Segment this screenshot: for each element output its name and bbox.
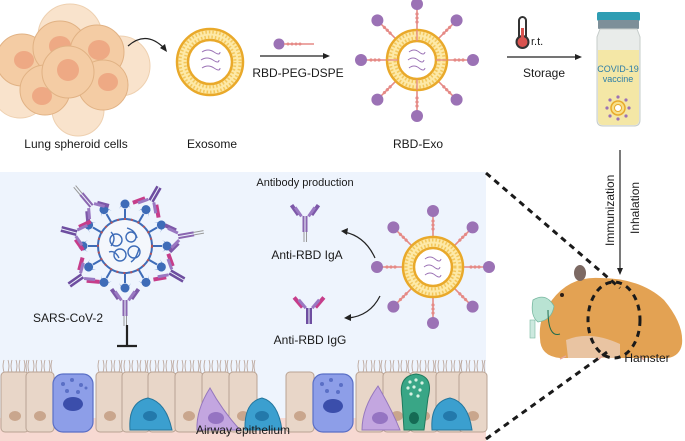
- rbd-exo-illustration: [354, 0, 480, 123]
- zoom-region-outline: [586, 280, 642, 360]
- arrow-to-igg: [347, 295, 381, 319]
- hamster-illustration: [529, 265, 683, 361]
- arrow-head-icon: [344, 314, 351, 321]
- arrow-head-icon: [617, 268, 623, 275]
- lung-spheroid-cells-illustration: [0, 3, 151, 137]
- sars-cov-2-label: SARS-CoV-2: [33, 311, 104, 325]
- antibody-production-title: Antibody production: [256, 177, 354, 189]
- vial-text: COVID-19 vaccine: [597, 64, 639, 84]
- inhibition-icon: [117, 325, 137, 348]
- vaccine-vial-illustration: [596, 12, 641, 127]
- exosome-label: Exosome: [186, 137, 238, 151]
- anti-rbd-igg-label: Anti-RBD IgG: [273, 333, 347, 347]
- airway-epithelium-illustration: [0, 359, 488, 441]
- zoom-line-upper: [485, 171, 621, 290]
- sars-cov-2-illustration: [57, 176, 207, 327]
- storage-label: Storage: [522, 66, 566, 80]
- rbd-exo-panel-illustration: [370, 204, 496, 330]
- arrow-head-icon: [341, 228, 348, 235]
- arrow-cells-to-exosome: [127, 37, 165, 49]
- arrow-head-icon: [160, 44, 167, 52]
- rbd-exo-label: RBD-Exo: [392, 137, 444, 151]
- lung-spheroid-cells-label: Lung spheroid cells: [24, 137, 128, 151]
- vial-text-line2: vaccine: [602, 74, 634, 84]
- zoom-line-lower: [485, 348, 611, 441]
- arrow-head-icon: [575, 54, 582, 60]
- immunization-label: Immunization: [603, 174, 617, 246]
- thermometer-icon: [515, 16, 530, 49]
- exosome-illustration: [175, 27, 245, 97]
- rbd-peg-dspe-label: RBD-PEG-DSPE: [252, 66, 344, 80]
- storage-condition-label: r.t.: [531, 36, 544, 48]
- rbd-peg-dspe-molecule: [273, 38, 314, 50]
- airway-epithelium-label: Airway epithelium: [195, 423, 291, 437]
- anti-rbd-iga-label: Anti-RBD IgA: [271, 248, 343, 262]
- arrow-head-icon: [323, 53, 330, 59]
- arrow-to-iga: [343, 231, 376, 259]
- hamster-label: Hamster: [624, 351, 670, 365]
- inhalation-label: Inhalation: [628, 181, 642, 234]
- vial-text-line1: COVID-19: [597, 64, 639, 74]
